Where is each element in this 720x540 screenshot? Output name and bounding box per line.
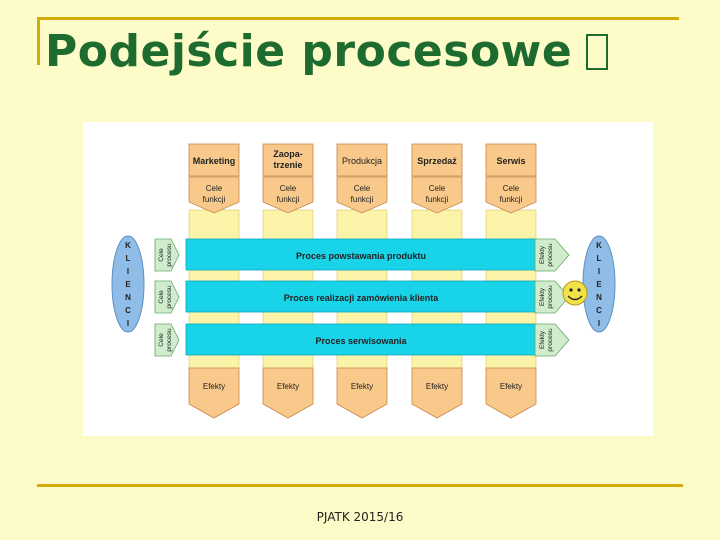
clients-left-ellipse [111, 235, 145, 333]
process-goal-label: Cele [158, 333, 165, 347]
function-header-box [188, 143, 240, 177]
clients-right-letter: I [598, 267, 600, 276]
function-header-box [262, 143, 314, 177]
clients-left-letter: I [127, 267, 129, 276]
function-goal-label: Cele [503, 184, 520, 193]
clients-left-letter: E [125, 280, 131, 289]
process-effect-label: procesu [547, 243, 554, 267]
function-name: Marketing [193, 156, 236, 166]
function-effect-arrow [411, 367, 463, 419]
function-goal-arrow [336, 176, 388, 214]
function-goal-arrow [188, 176, 240, 214]
clients-right-letter: C [596, 306, 602, 315]
clients-left-letter: K [125, 241, 131, 250]
function-name: Serwis [496, 156, 525, 166]
process-bar [185, 323, 537, 356]
process-effect-label: Efekty [539, 245, 546, 264]
function-name: Sprzedaż [417, 156, 457, 166]
function-goal-label: Cele [206, 184, 223, 193]
function-effect-arrow [262, 367, 314, 419]
function-effect-label: Efekty [277, 382, 299, 391]
function-name: Zaopa- [273, 149, 303, 159]
smiley-mouth [567, 295, 583, 301]
process-goal-arrow [154, 323, 180, 357]
function-goal-arrow [411, 176, 463, 214]
function-effect-label: Efekty [351, 382, 373, 391]
process-goal-label: Cele [158, 290, 165, 304]
function-goal-label: funkcji [500, 195, 523, 204]
clients-left-letter: C [125, 306, 131, 315]
function-goal-label: Cele [280, 184, 297, 193]
process-bar [185, 238, 537, 271]
process-effect-arrow [534, 323, 570, 357]
process-goal-label: Cele [158, 248, 165, 262]
process-effect-arrow [534, 238, 570, 272]
function-effect-arrow [336, 367, 388, 419]
clients-right-letter: E [596, 280, 602, 289]
missing-glyph-icon [586, 34, 609, 70]
clients-right-letter: N [596, 293, 602, 302]
clients-left-letter: I [127, 319, 129, 328]
process-effect-arrow [534, 280, 570, 314]
process-goal-label: procesu [166, 243, 173, 267]
smiley-eye [577, 288, 581, 292]
process-bar [185, 280, 537, 313]
smiley-eye [569, 288, 573, 292]
clients-right-letter: K [596, 241, 602, 250]
function-goal-label: Cele [429, 184, 446, 193]
process-goal-arrow [154, 280, 180, 314]
function-effect-arrow [485, 367, 537, 419]
function-name: trzenie [273, 160, 302, 170]
function-goal-label: funkcji [426, 195, 449, 204]
process-effect-label: Efekty [539, 330, 546, 349]
function-effect-label: Efekty [426, 382, 448, 391]
left-rule [37, 17, 40, 65]
function-header-box [485, 143, 537, 177]
slide-title: Podejście procesowe [45, 26, 609, 77]
footer-text: PJATK 2015/16 [316, 510, 404, 524]
function-goal-label: funkcji [351, 195, 374, 204]
process-name: Proces realizacji zamówienia klienta [284, 293, 440, 303]
function-goal-label: funkcji [277, 195, 300, 204]
function-name: Produkcja [342, 156, 382, 166]
function-goal-arrow [485, 176, 537, 214]
top-rule [37, 17, 679, 20]
process-effect-label: Efekty [539, 287, 546, 306]
function-header-box [336, 143, 388, 177]
function-header-box [411, 143, 463, 177]
function-effect-arrow [188, 367, 240, 419]
function-effect-label: Efekty [203, 382, 225, 391]
function-goal-arrow [262, 176, 314, 214]
smiley-face-icon [562, 280, 588, 306]
clients-right-letter: I [598, 319, 600, 328]
slide-title-text: Podejście procesowe [45, 26, 573, 77]
process-effect-label: procesu [547, 328, 554, 352]
clients-left-letter: L [126, 254, 131, 263]
function-effect-label: Efekty [500, 382, 522, 391]
process-goal-label: procesu [166, 328, 173, 352]
process-name: Proces powstawania produktu [296, 251, 426, 261]
function-goal-label: Cele [354, 184, 371, 193]
clients-left-letter: N [125, 293, 131, 302]
function-goal-label: funkcji [203, 195, 226, 204]
process-goal-label: procesu [166, 285, 173, 309]
bottom-rule [37, 484, 683, 487]
process-name: Proces serwisowania [315, 336, 407, 346]
clients-right-letter: L [597, 254, 602, 263]
process-goal-arrow [154, 238, 180, 272]
process-effect-label: procesu [547, 285, 554, 309]
